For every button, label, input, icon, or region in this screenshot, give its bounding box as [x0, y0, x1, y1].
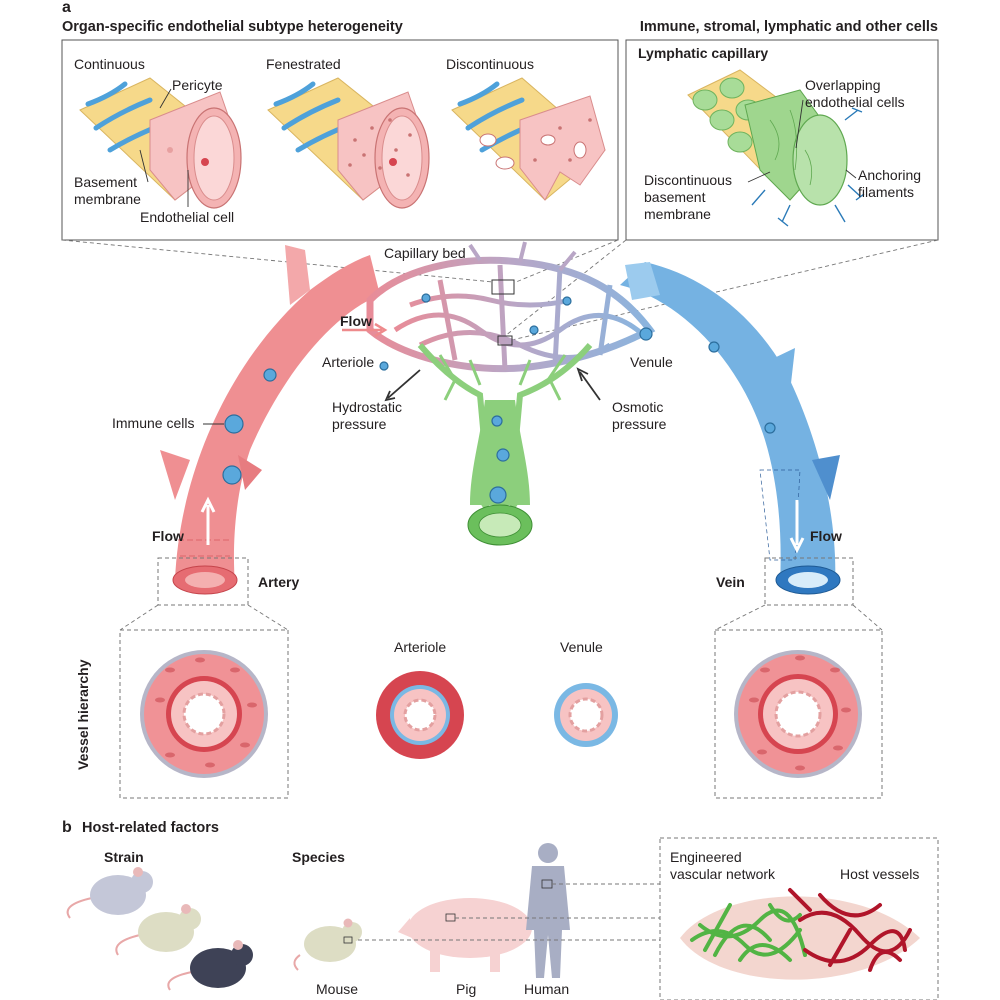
- artery-zoom-box: [157, 557, 249, 606]
- artery: [160, 245, 380, 595]
- label-anchoring-1: Anchoring: [858, 167, 921, 183]
- label-hydrostatic-2: pressure: [332, 416, 387, 432]
- disc-bm-leader: [747, 171, 771, 183]
- pig: [398, 898, 532, 972]
- immune-cells: [222, 293, 776, 504]
- vein-cross-section: [734, 650, 862, 778]
- capillary-zoom-box: [491, 279, 515, 295]
- capillary-bed: [366, 241, 656, 373]
- lymphatic-title: Lymphatic capillary: [638, 45, 768, 61]
- lymphatic-vessel: [417, 343, 593, 546]
- flow-arrow-right: [789, 500, 805, 554]
- species-connectors: [358, 883, 660, 941]
- engineered-network: [680, 888, 920, 980]
- arteriole-cross-section: [376, 671, 464, 759]
- basement-leader: [139, 149, 149, 183]
- label-hydrostatic-1: Hydrostatic: [332, 399, 402, 415]
- label-disc-bm-1: Discontinuous: [644, 172, 732, 188]
- human: [526, 843, 570, 978]
- label-vein: Vein: [716, 574, 745, 590]
- discontinuous-capillary: [451, 77, 606, 201]
- label-flow-right: Flow: [810, 528, 842, 544]
- mouse-species: [293, 918, 362, 971]
- artery-cross-section: [140, 650, 268, 778]
- label-vessel-hierarchy: Vessel hierarchy: [75, 659, 91, 770]
- right-heading: Immune, stromal, lymphatic and other cel…: [640, 19, 938, 35]
- label-engineered-2: vascular network: [670, 866, 776, 882]
- label-strain: Strain: [104, 849, 144, 865]
- label-engineered-1: Engineered: [670, 849, 742, 865]
- anchoring-leader: [845, 169, 857, 179]
- label-arteriole: Arteriole: [322, 354, 374, 370]
- osmotic-arrow: [576, 367, 601, 401]
- panel-a-letter: a: [62, 0, 71, 16]
- flow-arrow-left: [200, 496, 216, 545]
- continuous-capillary: [79, 77, 242, 209]
- vein: [620, 262, 841, 595]
- label-basement-2: membrane: [74, 191, 141, 207]
- fenestrated-capillary: [267, 77, 430, 209]
- vein-zoom-box: [764, 557, 854, 606]
- label-disc-bm-3: membrane: [644, 206, 711, 222]
- label-overlapping-2: endothelial cells: [805, 94, 905, 110]
- label-endothelial-cell: Endothelial cell: [140, 209, 234, 225]
- label-hierarchy-venule: Venule: [560, 639, 603, 655]
- label-host-vessels: Host vessels: [840, 866, 919, 882]
- label-anchoring-2: filaments: [858, 184, 914, 200]
- label-mouse: Mouse: [316, 981, 358, 997]
- label-flow-top: Flow: [340, 313, 372, 329]
- label-venule: Venule: [630, 354, 673, 370]
- mouse-strain-beige: [115, 904, 201, 956]
- label-human: Human: [524, 981, 569, 997]
- left-heading: Organ-specific endothelial subtype heter…: [62, 19, 403, 35]
- engineered-box: [659, 837, 939, 1000]
- mouse-strain-black: [167, 940, 253, 991]
- lymphatic-zoom-box: [497, 335, 513, 346]
- label-basement-1: Basement: [74, 174, 137, 190]
- label-osmotic-2: pressure: [612, 416, 667, 432]
- label-overlapping-1: Overlapping: [805, 77, 881, 93]
- label-pericyte: Pericyte: [172, 77, 223, 93]
- label-disc-bm-2: basement: [644, 189, 706, 205]
- label-hierarchy-arteriole: Arteriole: [394, 639, 446, 655]
- panel-b-heading: Host-related factors: [82, 820, 219, 836]
- venule-cross-section: [554, 683, 618, 747]
- label-continuous: Continuous: [74, 56, 145, 72]
- label-species: Species: [292, 849, 345, 865]
- overlapping-leader: [795, 99, 804, 149]
- label-discontinuous: Discontinuous: [446, 56, 534, 72]
- subtype-box: [61, 39, 619, 241]
- hydrostatic-arrow: [384, 369, 421, 402]
- lymphatic-box: [625, 39, 939, 241]
- artery-section-box: [119, 629, 289, 799]
- label-artery: Artery: [258, 574, 299, 590]
- panel-b-letter: b: [62, 819, 72, 836]
- label-pig: Pig: [456, 981, 476, 997]
- pericyte-leader: [159, 88, 172, 109]
- label-capillary-bed: Capillary bed: [384, 245, 466, 261]
- flow-arrow-top: [342, 322, 388, 338]
- label-immune-cells: Immune cells: [112, 415, 194, 431]
- label-fenestrated: Fenestrated: [266, 56, 341, 72]
- label-flow-left: Flow: [152, 528, 184, 544]
- zoom-connectors-bottom: [119, 604, 883, 631]
- mouse-strain-grey: [66, 867, 153, 919]
- label-osmotic-1: Osmotic: [612, 399, 663, 415]
